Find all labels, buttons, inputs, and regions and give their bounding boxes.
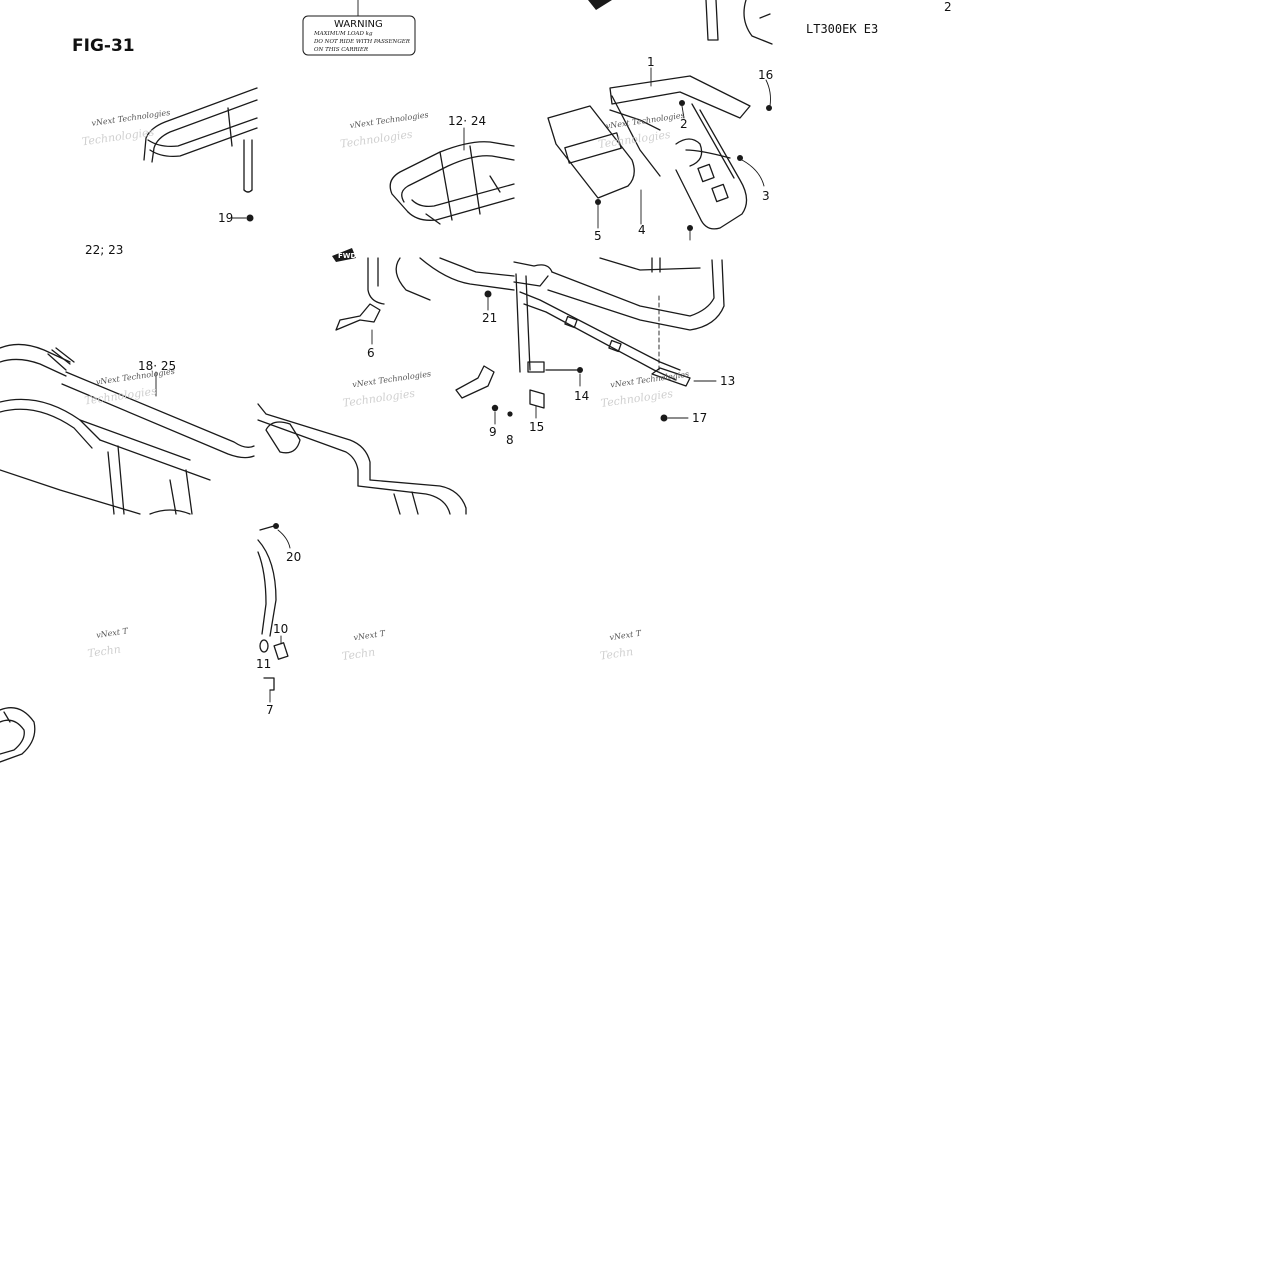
main-frame-drawing: 13 17 14 15 [513, 257, 735, 434]
watermark-7: Techn vNext T [87, 626, 129, 661]
page-number: 2 [944, 0, 952, 14]
callout-6: 6 [367, 346, 375, 360]
rear-carrier-drawing: 12· 24 FWD [332, 114, 515, 262]
watermark-5: Technologies vNext Technologies [342, 369, 432, 410]
callout-22-23: 22; 23 [85, 243, 123, 257]
callout-8: 8 [506, 433, 514, 447]
callout-7: 7 [266, 703, 274, 717]
warning-line-2: DO NOT RIDE WITH PASSENGER [313, 39, 410, 45]
callout-17: 17 [692, 411, 707, 425]
callout-16: 16 [758, 68, 773, 82]
callout-11: 11 [256, 657, 271, 671]
watermark-8: Techn vNext T [341, 629, 386, 663]
watermark-9: Techn vNext T [599, 629, 642, 663]
carrier-corner-drawing: 19 22; 23 [85, 87, 258, 257]
model-code: LT300EK E3 [806, 22, 878, 36]
callout-10: 10 [273, 622, 288, 636]
svg-text:vNext Technologies: vNext Technologies [95, 367, 175, 387]
callout-3: 3 [762, 189, 770, 203]
svg-text:vNext Technologies: vNext Technologies [605, 111, 685, 131]
warning-line-3: ON THIS CARRIER [314, 47, 368, 53]
callout-1: 1 [647, 55, 655, 69]
callout-18-25: 18· 25 [138, 359, 176, 373]
frame-brackets-drawing: 21 6 9 8 [335, 257, 515, 447]
callout-12-24: 12· 24 [448, 114, 486, 128]
svg-text:vNext Technologies: vNext Technologies [610, 370, 690, 390]
front-carrier-drawing: 18· 25 [0, 343, 255, 763]
svg-text:vNext T: vNext T [353, 629, 386, 642]
svg-text:vNext Technologies: vNext Technologies [352, 369, 432, 389]
svg-text:Technologies: Technologies [600, 387, 674, 410]
svg-text:Techn: Techn [341, 645, 376, 663]
svg-text:Technologies: Technologies [84, 384, 158, 407]
callout-13: 13 [720, 374, 735, 388]
callout-21: 21 [482, 311, 497, 325]
watermark-2: Technologies vNext Technologies [339, 110, 429, 151]
callout-2: 2 [680, 117, 688, 131]
front-guard-drawing: 1 2 3 4 5 16 [547, 0, 773, 243]
callout-15: 15 [529, 420, 544, 434]
fwd-label: FWD [338, 252, 357, 260]
side-carrier-drawing: 20 10 11 7 [256, 403, 467, 717]
watermark-1: Technologies vNext Technologies [81, 108, 171, 148]
callout-19: 19 [218, 211, 233, 225]
warning-line-1: MAXIMUM LOAD kg [313, 31, 373, 37]
svg-text:Technologies: Technologies [597, 128, 671, 151]
svg-text:vNext T: vNext T [96, 626, 129, 639]
callout-9: 9 [489, 425, 497, 439]
svg-text:Technologies: Technologies [81, 125, 155, 148]
warning-label: WARNING MAXIMUM LOAD kg DO NOT RIDE WITH… [302, 0, 416, 56]
svg-text:Techn: Techn [87, 643, 122, 661]
callout-4: 4 [638, 223, 646, 237]
svg-text:Technologies: Technologies [342, 387, 416, 410]
watermarks: Technologies vNext Technologies Technolo… [81, 108, 690, 663]
svg-text:Techn: Techn [599, 645, 634, 663]
figure-label: FIG-31 [72, 36, 135, 56]
svg-text:Technologies: Technologies [339, 128, 413, 151]
watermark-4: Technologies vNext Technologies [84, 367, 176, 408]
callout-5: 5 [594, 229, 602, 243]
watermark-6: Technologies vNext Technologies [600, 370, 690, 410]
callout-14: 14 [574, 389, 589, 403]
callout-20: 20 [286, 550, 301, 564]
warning-title: WARNING [334, 19, 383, 30]
fwd-arrow: FWD [332, 248, 357, 262]
svg-text:vNext Technologies: vNext Technologies [349, 110, 429, 130]
svg-text:vNext T: vNext T [609, 629, 642, 642]
